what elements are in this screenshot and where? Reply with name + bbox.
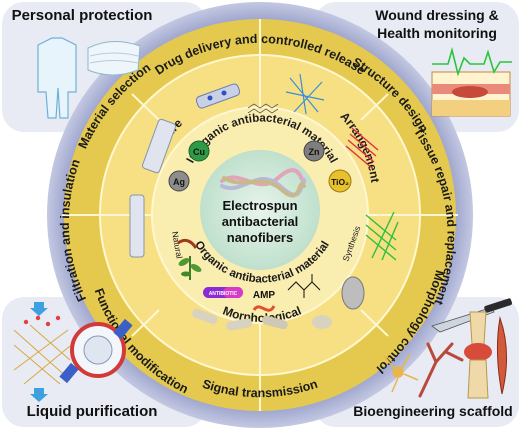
cu-sphere (188, 140, 210, 162)
corner-title-top-right-line1: Wound dressing & (375, 7, 498, 23)
structure-fiber-images (129, 118, 177, 258)
tio2-label: TiO₂ (331, 177, 349, 187)
element-spheres: Cu Zn Ag TiO₂ (168, 140, 352, 193)
face-mask-icon (87, 41, 141, 76)
ring-dividers (62, 19, 458, 411)
ag-label: Ag (173, 177, 185, 187)
antibiotic-label: ANTIBIOTIC (209, 291, 238, 297)
muscle-icon (496, 316, 508, 395)
crossed-fibers-icon (285, 73, 325, 115)
zn-label: Zn (309, 147, 320, 157)
knee-joint-icon (464, 311, 492, 399)
center-title-line3: nanofibers (227, 230, 293, 245)
amp-label: AMP (253, 290, 276, 301)
shrimp-icon (177, 238, 198, 249)
middle-label-natural: Natural (170, 231, 185, 260)
zn-sphere (303, 140, 325, 162)
porous-fiber-icon (341, 276, 365, 310)
syringe-filter-icon (59, 318, 133, 384)
corner-title-bottom-left: Liquid purification (27, 403, 158, 420)
molecule-structure-icon (287, 274, 321, 298)
tio2-sphere (328, 169, 352, 193)
ag-sphere (168, 170, 190, 192)
cu-label: Cu (193, 147, 205, 157)
protective-suit-icon (37, 37, 77, 119)
blood-vessel-icon (418, 342, 464, 398)
center-title-line1: Electrospun (222, 198, 297, 213)
health-signal-icon (432, 46, 512, 77)
corner-title-top-right-line2: Health monitoring (377, 25, 497, 41)
amp-peptide-icon (252, 305, 276, 312)
center-title-line2: antibacterial (222, 214, 299, 229)
antibiotic-pill-icon: ANTIBIOTIC (203, 287, 243, 298)
graphene-sheet-icon (247, 103, 279, 114)
corner-title-top-left: Personal protection (12, 7, 153, 24)
filter-net-icon (13, 324, 71, 385)
grid-fibers-icon (365, 211, 399, 261)
plant-icon (178, 256, 202, 280)
drug-delivery-fiber-icon (195, 83, 241, 109)
flow-arrow-icon (30, 302, 48, 402)
aligned-fibers-icon (345, 127, 379, 169)
morphology-fibers-icon (192, 308, 332, 331)
neuron-icon (383, 353, 419, 393)
corner-title-bottom-right: Bioengineering scaffold (353, 403, 512, 419)
fiber-bundle-icon (220, 168, 306, 198)
bacteria-dots-icon (23, 315, 61, 327)
wound-dressing-icon (431, 71, 511, 117)
